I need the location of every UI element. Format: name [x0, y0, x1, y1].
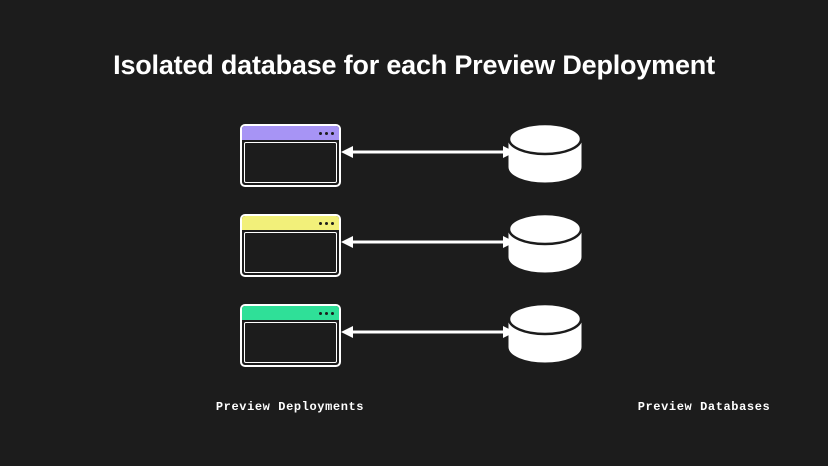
window-dot-icon [331, 221, 334, 225]
window-titlebar [242, 126, 339, 140]
page-title: Isolated database for each Preview Deplo… [113, 50, 715, 80]
window-dot-icon [331, 131, 334, 135]
preview-database-2[interactable] [504, 212, 586, 274]
window-dot-icon [325, 221, 328, 225]
window-titlebar [242, 216, 339, 230]
window-dot-icon [319, 221, 322, 225]
window-dots [319, 221, 334, 225]
preview-deployment-window-1[interactable] [240, 124, 341, 187]
window-titlebar [242, 306, 339, 320]
window-dot-icon [319, 311, 322, 315]
caption-preview-databases: Preview Databases [637, 400, 771, 414]
window-dots [319, 131, 334, 135]
preview-database-3[interactable] [504, 302, 586, 364]
preview-deployment-window-2[interactable] [240, 214, 341, 277]
window-content-area [244, 232, 337, 273]
window-dots [319, 311, 334, 315]
window-content-area [244, 142, 337, 183]
diagram-row [0, 212, 828, 302]
preview-deployment-window-3[interactable] [240, 304, 341, 367]
caption-preview-deployments: Preview Deployments [215, 400, 365, 414]
bidirectional-arrow-1 [341, 146, 515, 158]
bidirectional-arrow-3 [341, 326, 515, 338]
bidirectional-arrow-2 [341, 236, 515, 248]
window-dot-icon [319, 131, 322, 135]
diagram-row [0, 122, 828, 212]
window-dot-icon [331, 311, 334, 315]
window-dot-icon [325, 131, 328, 135]
window-dot-icon [325, 311, 328, 315]
window-content-area [244, 322, 337, 363]
preview-database-1[interactable] [504, 122, 586, 184]
diagram-row [0, 302, 828, 392]
